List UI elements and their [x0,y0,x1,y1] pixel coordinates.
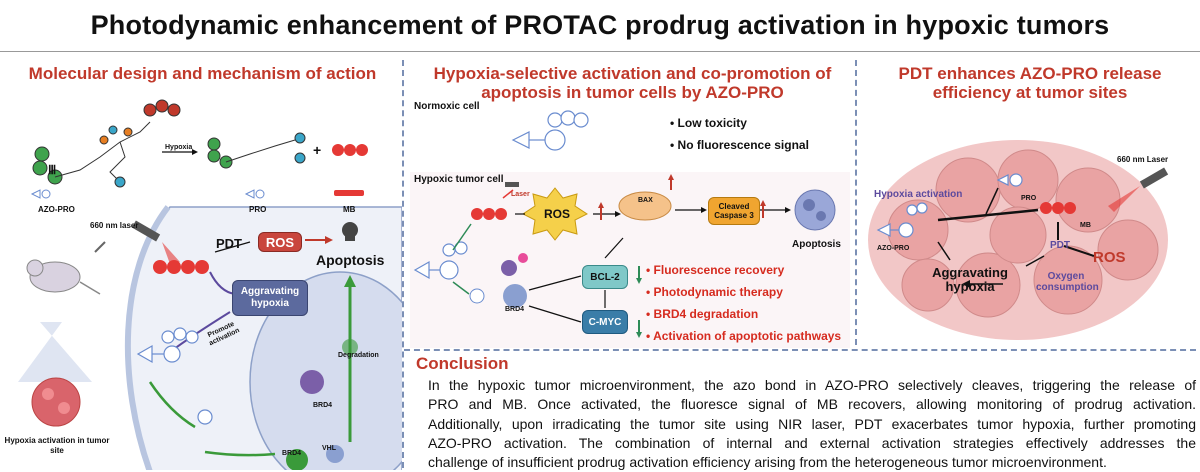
brd4-protein-icon [300,370,324,394]
conclusion-line-3: AZO-PRO activation. The combination of i… [428,434,1196,451]
tumor-site-label: Hypoxia activation in tumor site [4,436,110,455]
p3-azo-pro-icon [876,202,928,238]
bax-label: BAX [638,197,653,204]
conclusion-heading: Conclusion [416,354,509,373]
divider-right [855,60,857,345]
laser-device-icon [131,220,161,242]
normoxic-bullet-1: • No fluorescence signal [670,138,809,152]
degradation-icon [342,339,358,355]
bcl2-box: BCL-2 [582,265,628,289]
mitochondria-icon [618,191,672,221]
pdt-label: PDT [216,236,242,251]
p3-laser-device [1139,167,1169,189]
vhl-icon [326,445,344,463]
skull-icon [342,222,358,238]
p3-pro-label: PRO [1021,195,1037,202]
p3-ros-label: ROS [1093,249,1126,266]
mb-icon [334,190,364,196]
tumor-cells [887,149,1159,318]
brd4-cluster-icon [503,284,527,308]
mol-label-azo-pro: AZO-PRO [38,205,75,214]
conclusion-body: In the hypoxic tumor microenvironment, t… [428,376,1196,472]
cmyc-box: C-MYC [582,310,628,334]
plus-sign: + [313,142,322,158]
pro-molecule [207,132,306,169]
pro-icon-cell [197,409,213,425]
hypoxic-bullet-3: • Activation of apoptotic pathways [646,329,842,343]
cleaved-caspase-box: Cleaved Caspase 3 [708,197,760,225]
hypoxic-laser-label: Laser [511,191,530,198]
conclusion-line-2: Additionally, upon irradicating the tumo… [428,415,1196,432]
normoxic-azo-pro-icon [511,110,589,151]
p3-mb-label: MB [1080,222,1091,229]
laser-icon [505,182,519,187]
vhl-label: VHL [322,445,336,452]
normoxic-bullets: • Low toxicity • No fluorescence signal [670,112,809,156]
hypoxic-bullet-1: • Photodynamic therapy [646,285,783,299]
brd4-green-icon [286,449,308,470]
nucleus [249,271,402,470]
azo-pro-molecule [32,99,181,188]
p3-pdt-label: PDT [1050,240,1070,251]
svg-text:Ⅲ: Ⅲ [48,163,56,177]
hypoxic-cell-title: Hypoxic tumor cell [414,174,504,185]
normoxic-cell-title: Normoxic cell [414,101,480,112]
mb-in-cell [153,260,209,274]
apoptosis-label: Apoptosis [316,252,385,268]
conclusion-line-0: In the hypoxic tumor microenvironment, t… [428,377,1196,393]
hypoxic-pro-icon [469,288,485,304]
apoptotic-cell-icon [794,189,836,231]
panel3-illustration [868,140,1169,340]
divider-horizontal [404,349,1196,351]
tumor-sphere-icon [31,377,81,427]
ros-burst [522,187,588,241]
p3-azo-pro-label: AZO-PRO [877,245,910,252]
hypoxic-bullet-0: • Fluorescence recovery [646,263,785,277]
hypoxic-bullet-2: • BRD4 degradation [646,307,759,321]
hypoxia-label: Hypoxia [165,144,193,151]
degradation-label: Degradation [338,352,379,359]
mol-label-pro: PRO [249,205,267,214]
conclusion-line-1: PRO and MB. Once activated, the fluoresc… [428,396,1196,413]
mb-molecule [332,144,368,156]
hypoxic-apoptosis-label: Apoptosis [792,239,841,250]
p3-laser-label: 660 nm Laser [1117,155,1169,164]
normoxic-bullet-0: • Low toxicity [670,116,747,130]
laser-label: 660 nm laser [90,221,139,230]
aggravating-hypoxia-box: Aggravating hypoxia [232,280,308,316]
hypoxic-azo-pro-icon [413,241,468,280]
p3-oxygen-consumption: Oxygen consumption [1036,271,1099,293]
conclusion-line-4: challenge of insufficient prodrug activa… [428,454,1107,471]
brd4-label-bottom: BRD4 [282,450,302,457]
panel2-heading: Hypoxia-selective activation and co-prom… [433,64,832,102]
brd4-label-top: BRD4 [313,402,333,409]
panel2-illustration [410,110,850,348]
molecule-icons [30,189,265,199]
azo-pro-icon [136,327,199,364]
ros-box: ROS [258,232,302,252]
p3-hypoxia-activation: Hypoxia activation [874,189,963,200]
syringe-icon [94,241,106,253]
panel1-heading: Molecular design and mechanism of action [28,64,377,83]
panel3-heading: PDT enhances AZO-PRO release efficiency … [898,64,1162,102]
panel1-illustration: Ⅲ [18,99,402,470]
mol-label-mb: MB [343,205,356,214]
page-title: Photodynamic enhancement of PROTAC prodr… [90,10,1110,40]
p3-aggravating-hypoxia: Aggravating hypoxia [932,265,1008,294]
hypoxic-bullets: • Fluorescence recovery • Photodynamic t… [646,259,841,347]
divider-left [402,60,404,468]
p3-mb-icon [1040,202,1076,214]
hypoxic-ros-label: ROS [544,207,571,221]
p3-pro-icon [996,173,1023,187]
hypoxic-mb-icon [471,208,507,220]
pdt-arrow [214,241,251,253]
hypoxic-brd4-label: BRD4 [505,306,525,313]
title-bar: Photodynamic enhancement of PROTAC prodr… [0,0,1200,52]
